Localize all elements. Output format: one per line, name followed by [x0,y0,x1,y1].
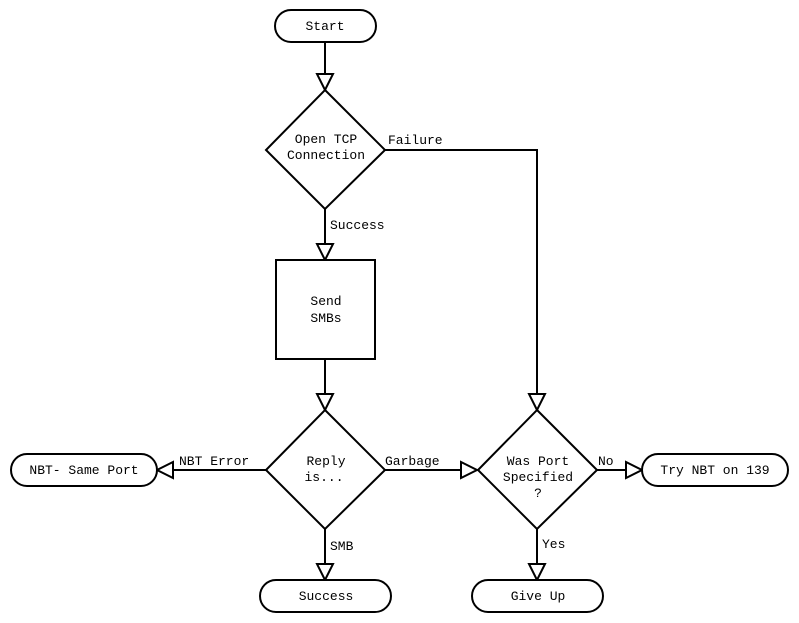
node-success: Success [259,579,392,613]
arrowhead-icon [460,460,480,480]
arrowhead-icon [527,393,547,413]
nodes: Start Open TCP Connection Send SMBs Repl… [10,9,789,613]
node-label: NBT- Same Port [29,463,138,478]
edge-line [385,149,538,394]
node-label-line: Was Port [507,454,569,469]
node-label-line: is... [304,470,343,485]
edge-reply-nbt-error: NBT Error [154,454,266,480]
edge-wasport-yes: Yes [527,529,565,583]
edge-open-tcp-failure: Failure [385,133,547,413]
node-label: Success [299,589,354,604]
arrowhead-icon [315,393,335,413]
edge-wasport-no: No [597,454,645,480]
edge-send-to-reply [315,359,335,413]
edge-label-success: Success [330,218,385,233]
process-shape [275,259,376,360]
decision-shape [476,408,599,531]
edge-open-tcp-success: Success [315,209,385,263]
node-label: Give Up [511,589,566,604]
node-start: Start [274,9,377,43]
node-label-line: Connection [287,148,365,163]
node-label-line: ? [534,486,542,501]
node-label: Start [305,19,344,34]
edge-label-no: No [598,454,614,469]
edge-label-failure: Failure [388,133,443,148]
node-send-smbs: Send SMBs [275,259,376,360]
node-reply-is: Reply is... [264,408,387,531]
node-was-port-specified: Was Port Specified ? [476,408,599,531]
arrowhead-icon [625,460,645,480]
edge-reply-garbage: Garbage [385,454,480,480]
edge-label-garbage: Garbage [385,454,440,469]
arrowhead-icon [315,243,335,263]
node-label-line: Send [310,294,341,309]
node-try-nbt-on-139: Try NBT on 139 [641,453,789,487]
node-label-line: Specified [503,470,573,485]
node-give-up: Give Up [471,579,604,613]
terminator-shape [274,9,377,43]
node-label: Try NBT on 139 [660,463,769,478]
decision-shape [264,408,387,531]
terminator-shape [641,453,789,487]
arrowhead-icon [527,563,547,583]
edge-label-smb: SMB [330,539,354,554]
node-label-line: Open TCP [295,132,358,147]
terminator-shape [10,453,158,487]
arrowhead-icon [154,460,174,480]
edge-label-nbt-error: NBT Error [179,454,249,469]
node-open-tcp-connection: Open TCP Connection [264,88,387,211]
edge-reply-smb: SMB [315,529,354,583]
arrowhead-icon [315,73,335,93]
terminator-shape [471,579,604,613]
edge-start-to-open-tcp [315,42,335,93]
edges: Success Failure NBT Error Garbage [154,42,645,583]
node-label-line: SMBs [310,311,341,326]
node-nbt-same-port: NBT- Same Port [10,453,158,487]
node-label-line: Reply [306,454,345,469]
edge-label-yes: Yes [542,537,565,552]
decision-shape [264,88,387,211]
arrowhead-icon [315,563,335,583]
terminator-shape [259,579,392,613]
